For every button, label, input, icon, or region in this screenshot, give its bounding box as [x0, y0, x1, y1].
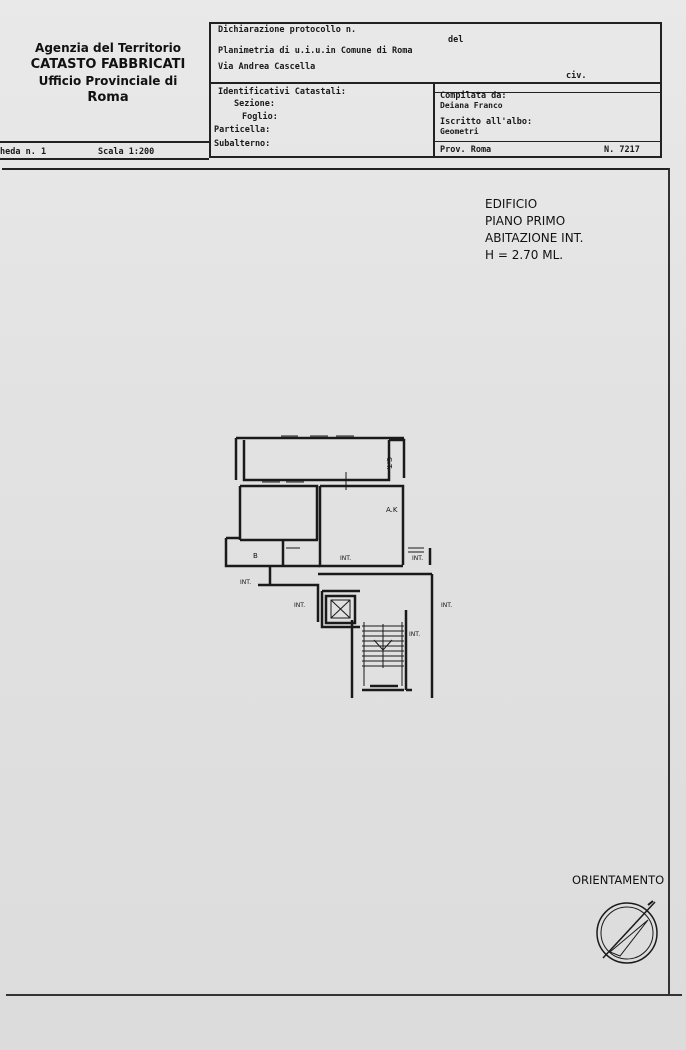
header-vertical-divider: [433, 82, 435, 156]
del-label: del: [448, 35, 464, 45]
scheda-top-line: [0, 141, 209, 143]
height-label: H = 2.70 ML.: [485, 248, 564, 262]
header-box: [209, 22, 662, 158]
scale-label: Scala 1:200: [98, 147, 155, 157]
building-info: EDIFICIO PIANO PRIMO ABITAZIONE INT. H =…: [485, 196, 583, 264]
city-label: Roma: [87, 90, 129, 105]
catasto-title: CATASTO FABBRICATI: [30, 57, 186, 72]
plan-label-ct: C.T.: [385, 457, 393, 470]
plan-labels: C.T. A.K B INT. INT. INT. INT. INT. INT.: [240, 457, 452, 638]
compass-icon: [596, 900, 658, 964]
registration-number: N. 7217: [604, 145, 640, 155]
plan-label-int-5: INT.: [441, 602, 452, 609]
drawing-frame: [2, 168, 670, 996]
compilatore-name: Deiana Franco: [440, 101, 503, 110]
planimetria-label: Planimetria di u.i.u.in Comune di Roma: [218, 46, 413, 56]
plan-label-int-4: INT.: [294, 602, 305, 609]
lift-icon: [330, 599, 351, 619]
plan-label-int-6: INT.: [409, 631, 420, 638]
plan-label-int-2: INT.: [412, 555, 423, 562]
particella-label: Particella:: [214, 125, 271, 135]
plan-label-int-3: INT.: [240, 579, 251, 586]
foglio-label: Foglio:: [242, 112, 278, 122]
building-label: EDIFICIO: [485, 197, 538, 211]
header-divider-thin: [433, 92, 660, 93]
plan-windows: [262, 435, 424, 553]
plan-label-ak: A.K: [386, 506, 398, 514]
header-divider: [211, 82, 660, 84]
civ-label: civ.: [566, 71, 587, 81]
subalterno-label: Subalterno:: [214, 139, 271, 149]
unit-label: ABITAZIONE INT.: [485, 231, 584, 245]
albo-value: Geometri: [440, 127, 479, 136]
sezione-label: Sezione:: [234, 99, 275, 109]
stair-treads: [362, 622, 404, 686]
agency-name: Agenzia del Territorio: [35, 41, 181, 55]
orientation-label: ORIENTAMENTO: [572, 873, 665, 887]
compilata-label: Compilata da:: [440, 91, 507, 101]
frame-bottom-line: [6, 994, 682, 996]
address-label: Via Andrea Cascella: [218, 62, 316, 72]
iscritto-label: Iscritto all'albo:: [440, 117, 533, 127]
scheda-bottom-line: [0, 158, 209, 160]
province-label: Prov. Roma: [440, 145, 492, 155]
plan-label-int-1: INT.: [340, 555, 351, 562]
plan-walls: [224, 436, 434, 698]
ufficio-label: Ufficio Provinciale di: [38, 74, 178, 88]
header-divider-bottom: [433, 141, 660, 142]
agency-block: Agenzia del Territorio CATASTO FABBRICAT…: [10, 40, 206, 107]
identificativi-label: Identificativi Catastali:: [218, 87, 346, 97]
plan-label-b: B: [253, 552, 258, 560]
floor-label: PIANO PRIMO: [485, 214, 566, 228]
dichiarazione-label: Dichiarazione protocollo n.: [218, 25, 357, 35]
scheda-label: heda n. 1: [0, 147, 47, 157]
